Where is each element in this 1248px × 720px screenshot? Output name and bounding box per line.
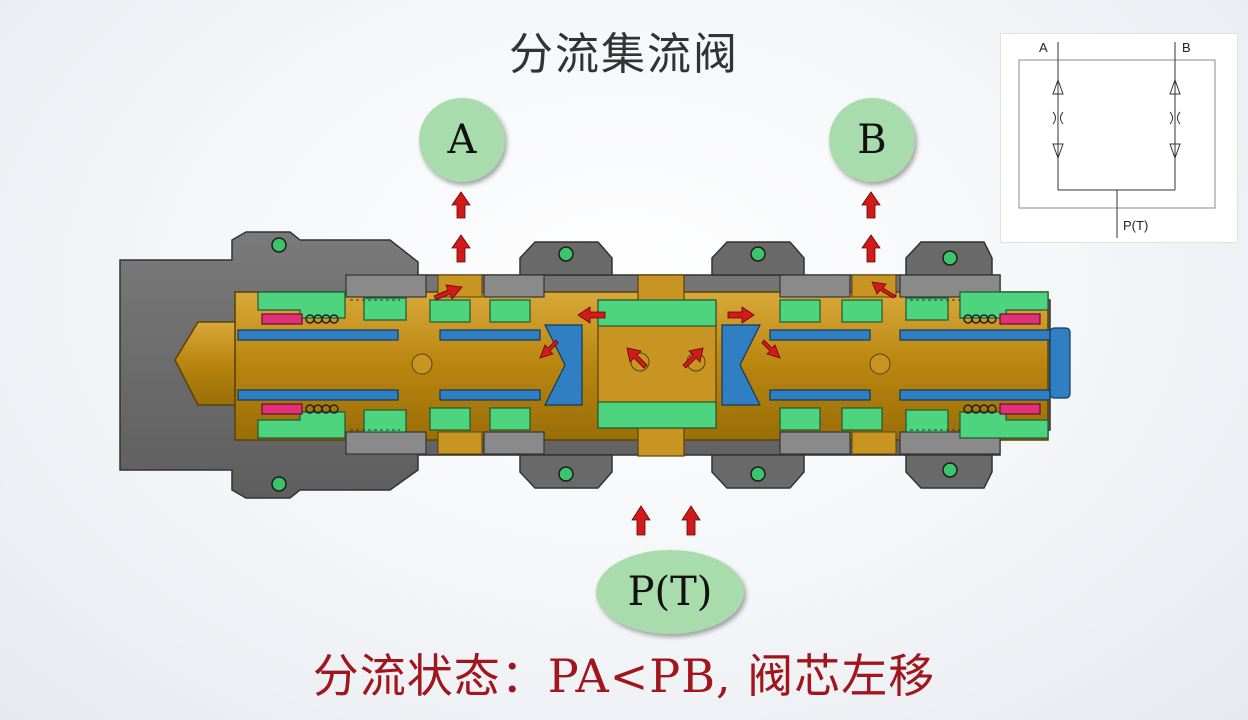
port-p-label: P(T)	[596, 550, 744, 634]
hydraulic-symbol	[1018, 42, 1216, 238]
symbol-label-a: A	[1039, 40, 1048, 55]
springs	[261, 313, 1041, 415]
spring-coils	[305, 314, 997, 414]
sleeves	[345, 274, 1001, 455]
state-caption: 分流状态：PA<PB, 阀芯左移	[312, 649, 936, 703]
o-rings	[271, 237, 958, 492]
port-b-text: B	[857, 117, 887, 163]
symbol-label-p: P(T)	[1123, 218, 1149, 233]
port-a-label: A	[419, 98, 505, 182]
port-p-text: P(T)	[627, 569, 713, 615]
flow-arrows	[433, 191, 897, 536]
port-b-label: B	[829, 98, 915, 182]
port-a-text: A	[447, 117, 477, 163]
diagram-title: 分流集流阀	[509, 29, 739, 80]
thread-marks	[350, 299, 960, 431]
hydraulic-symbol-panel: A B P(T)	[1000, 33, 1238, 243]
symbol-label-b: B	[1182, 40, 1191, 55]
blue-plungers	[237, 324, 1071, 406]
